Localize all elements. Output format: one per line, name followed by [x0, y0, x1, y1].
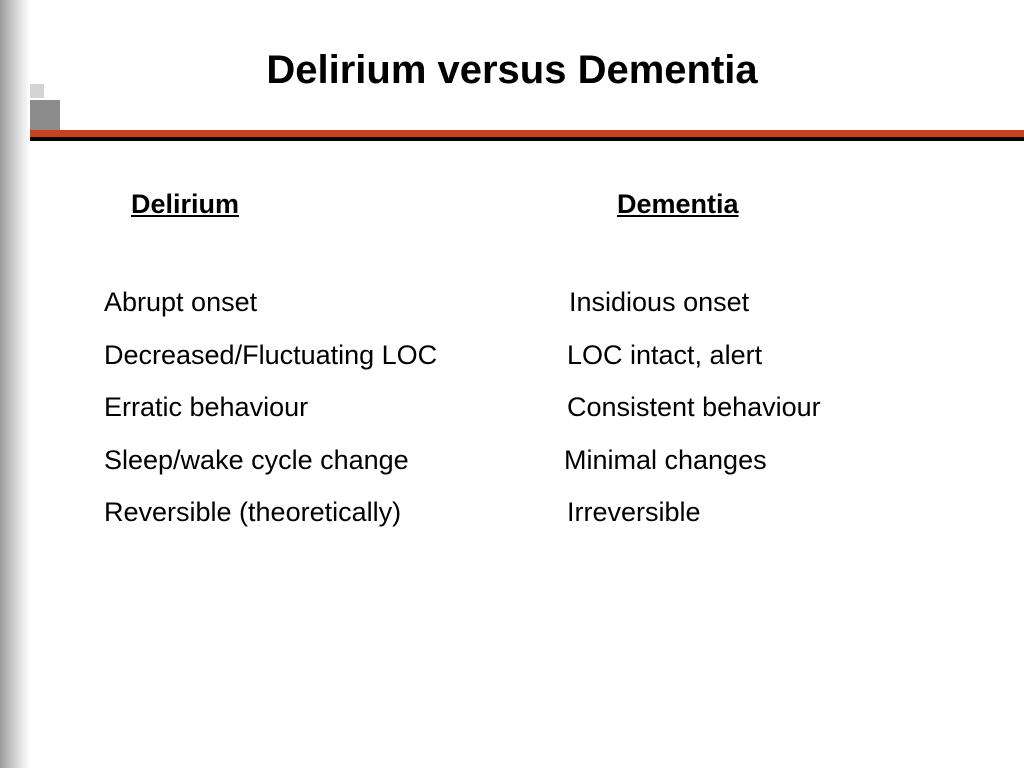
comparison-row: Abrupt onset Insidious onset: [0, 282, 1024, 335]
comparison-row: Reversible (theoretically) Irreversible: [0, 492, 1024, 545]
comparison-row: Sleep/wake cycle change Minimal changes: [0, 440, 1024, 493]
left-edge-gradient: [0, 0, 30, 768]
delirium-heading: Delirium: [131, 189, 240, 219]
comparison-row: Decreased/Fluctuating LOC LOC intact, al…: [0, 335, 1024, 388]
comparison-list: Abrupt onset Insidious onset Decreased/F…: [0, 282, 1024, 545]
delirium-item: Sleep/wake cycle change: [104, 444, 409, 475]
dementia-item: Insidious onset: [569, 287, 750, 317]
title-rule-accent: [30, 130, 1024, 137]
comparison-row: Erratic behaviour Consistent behaviour: [0, 387, 1024, 440]
corner-block-dark: [30, 100, 60, 130]
delirium-item: Reversible (theoretically): [104, 497, 402, 527]
dementia-item: Consistent behaviour: [567, 392, 821, 422]
delirium-item: Decreased/Fluctuating LOC: [104, 339, 438, 370]
delirium-item: Erratic behaviour: [104, 392, 309, 422]
dementia-item: LOC intact, alert: [567, 339, 763, 370]
dementia-item: Irreversible: [567, 497, 701, 527]
corner-block-light: [30, 84, 44, 98]
dementia-item: Minimal changes: [564, 444, 767, 475]
delirium-item: Abrupt onset: [104, 287, 258, 317]
dementia-heading: Dementia: [617, 189, 739, 219]
slide-title: Delirium versus Dementia: [266, 48, 758, 92]
title-rule-dark: [30, 137, 1024, 141]
